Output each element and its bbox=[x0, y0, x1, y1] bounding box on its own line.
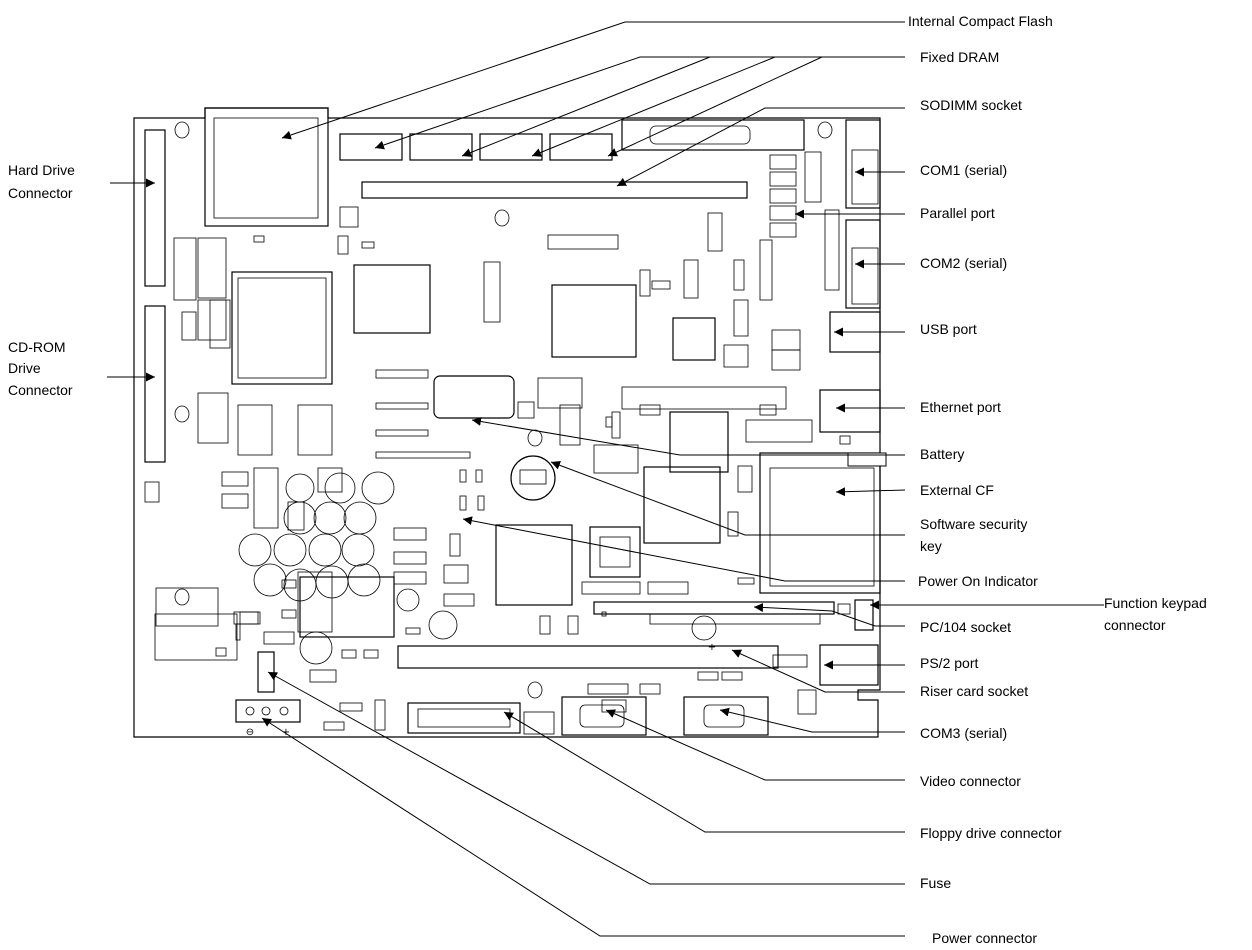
label-function-keypad-line1: Function keypad bbox=[1104, 595, 1207, 611]
fixed-dram-chips bbox=[339, 133, 613, 161]
label-fixed-dram: Fixed DRAM bbox=[920, 49, 999, 65]
label-hard-drive-line1: Hard Drive bbox=[8, 162, 75, 178]
label-external-cf: External CF bbox=[920, 482, 994, 498]
external-cf-slot bbox=[759, 452, 881, 594]
label-ethernet-port: Ethernet port bbox=[920, 399, 1001, 415]
motherboard: ⊖ + + bbox=[133, 107, 887, 738]
label-cdrom-line1: CD-ROM bbox=[8, 339, 66, 355]
hard-drive-connector bbox=[144, 129, 166, 287]
label-cdrom-line3: Connector bbox=[8, 382, 73, 398]
label-parallel-port: Parallel port bbox=[920, 205, 995, 221]
label-battery: Battery bbox=[920, 446, 964, 462]
com1-connector bbox=[845, 119, 881, 209]
cpu-chip bbox=[231, 271, 333, 385]
board-mark-minus: ⊖ bbox=[246, 727, 254, 738]
label-software-security-key-line2: key bbox=[920, 538, 942, 554]
sodimm-socket bbox=[361, 181, 748, 199]
ethernet-connector bbox=[819, 389, 881, 433]
label-fuse: Fuse bbox=[920, 875, 951, 891]
internal-compact-flash-socket bbox=[204, 107, 329, 227]
label-internal-compact-flash: Internal Compact Flash bbox=[908, 13, 1053, 29]
label-cdrom-line2: Drive bbox=[8, 360, 41, 376]
floppy-connector bbox=[407, 702, 521, 734]
label-video-connector: Video connector bbox=[920, 773, 1021, 789]
capacitors bbox=[238, 471, 458, 665]
label-com3: COM3 (serial) bbox=[920, 725, 1007, 741]
label-power-on-indicator: Power On Indicator bbox=[918, 573, 1038, 589]
mounting-holes bbox=[174, 121, 833, 699]
label-software-security-key-line1: Software security bbox=[920, 516, 1027, 532]
label-com1: COM1 (serial) bbox=[920, 162, 1007, 178]
label-sodimm-socket: SODIMM socket bbox=[920, 97, 1022, 113]
callout-labels: Internal Compact Flash Fixed DRAM SODIMM… bbox=[8, 13, 1207, 946]
label-ps2-port: PS/2 port bbox=[920, 655, 978, 671]
leader-lines bbox=[107, 21, 1104, 937]
com3-db9 bbox=[683, 696, 769, 736]
board-outline bbox=[133, 107, 881, 738]
fuse bbox=[257, 651, 275, 693]
label-power-connector: Power connector bbox=[932, 930, 1037, 946]
function-keypad-connector bbox=[854, 599, 874, 631]
board-mark-plus: + bbox=[282, 727, 290, 738]
label-usb-port: USB port bbox=[920, 321, 977, 337]
battery-holder bbox=[433, 375, 515, 419]
label-riser-card-socket: Riser card socket bbox=[920, 683, 1028, 699]
coin-cell bbox=[510, 455, 556, 501]
label-hard-drive-line2: Connector bbox=[8, 185, 73, 201]
label-floppy-drive-connector: Floppy drive connector bbox=[920, 825, 1062, 841]
misc-components bbox=[144, 206, 851, 731]
parallel-port-header bbox=[769, 151, 840, 291]
buzzer-plus-mark: + bbox=[708, 642, 716, 653]
label-com2: COM2 (serial) bbox=[920, 255, 1007, 271]
label-pc104-socket: PC/104 socket bbox=[920, 619, 1011, 635]
video-db15 bbox=[561, 696, 647, 736]
riser-card-socket bbox=[397, 645, 779, 669]
top-header bbox=[621, 119, 805, 151]
cdrom-drive-connector bbox=[144, 305, 166, 463]
label-function-keypad-line2: connector bbox=[1104, 617, 1166, 633]
pc104-socket bbox=[593, 601, 835, 615]
